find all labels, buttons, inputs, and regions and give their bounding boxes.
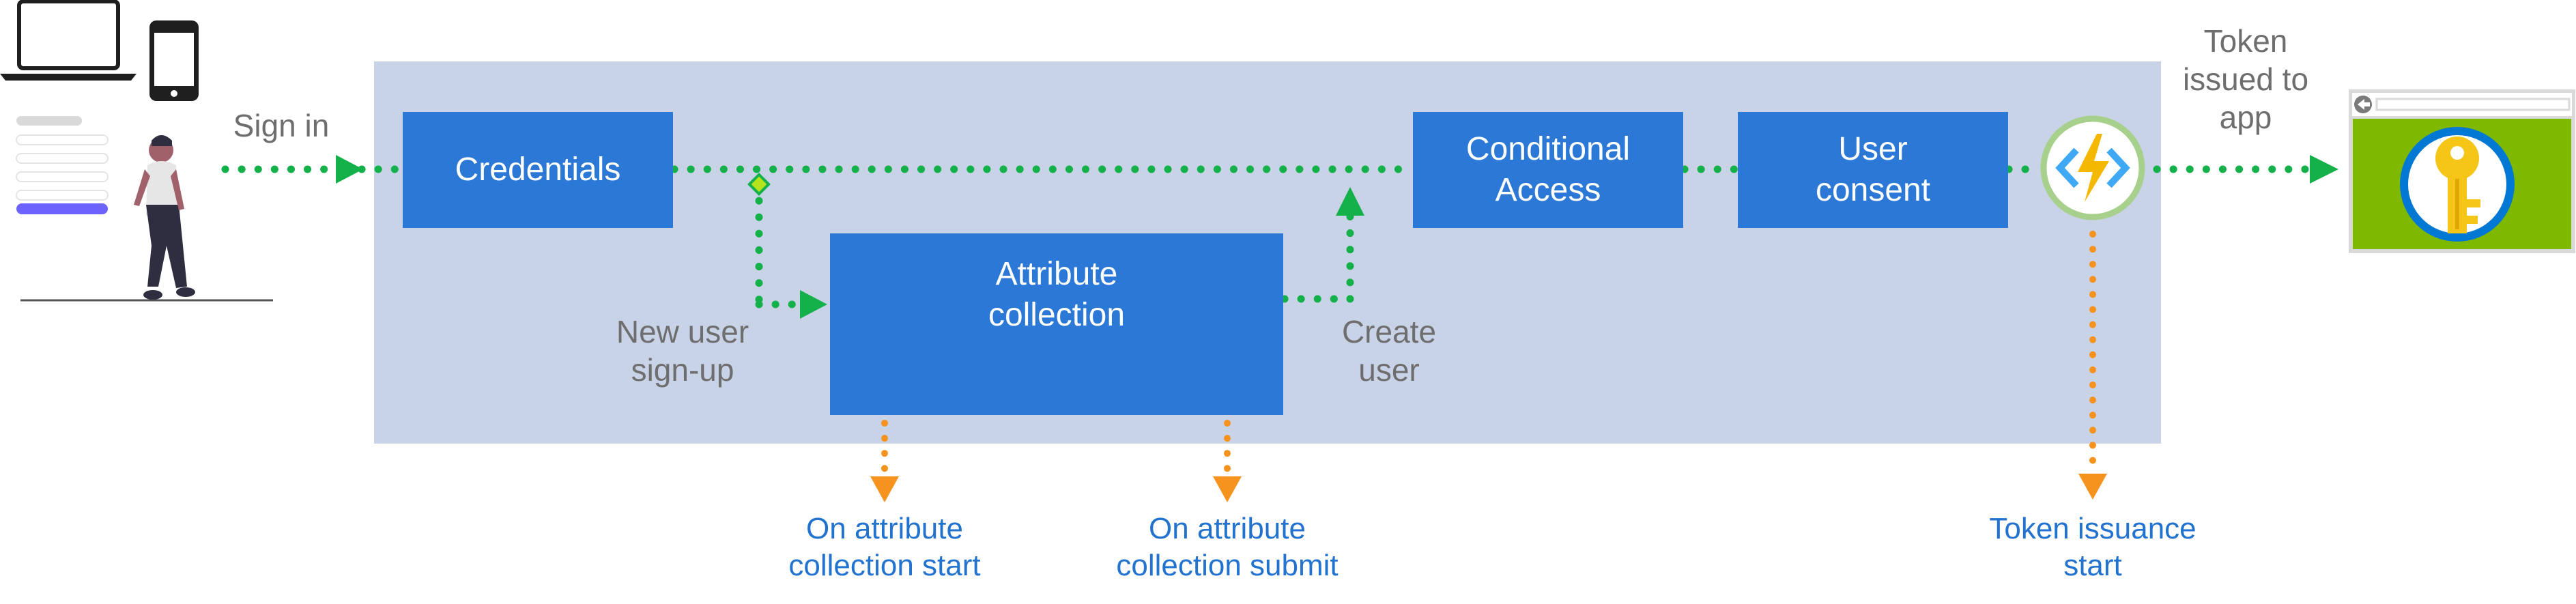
token-issued-label: Token issued to app bbox=[2182, 23, 2309, 136]
credentials-step: Credentials bbox=[403, 112, 673, 228]
laptop-icon bbox=[0, 0, 137, 81]
on-start-arrowhead bbox=[870, 476, 899, 502]
token-issuance-start-label: Token issuance start bbox=[1989, 512, 2196, 582]
person-walking-illustration bbox=[20, 135, 273, 302]
phone-icon bbox=[149, 20, 199, 101]
azure-function-lightning-icon bbox=[2044, 119, 2142, 217]
event-lines bbox=[881, 231, 2096, 478]
sign-in-form-illustration bbox=[16, 116, 109, 214]
create-user-arrowhead bbox=[1336, 187, 1364, 216]
create-user-label: Create user bbox=[1341, 314, 1437, 388]
sign-in-label: Sign in bbox=[233, 108, 330, 143]
user-consent-step: User consent bbox=[1738, 112, 2008, 228]
conditional-access-step: Conditional Access bbox=[1413, 112, 1683, 228]
token-start-arrowhead bbox=[2078, 474, 2107, 500]
token-arrowhead bbox=[2310, 155, 2338, 184]
on-attribute-collection-submit-label: On attribute collection submit bbox=[1116, 512, 1339, 582]
on-attribute-collection-start-label: On attribute collection start bbox=[788, 512, 981, 582]
new-user-sign-up-label: New user sign-up bbox=[616, 314, 749, 388]
app-window-key-icon bbox=[2349, 89, 2575, 253]
attribute-collection-step: Attribute collection bbox=[830, 233, 1283, 415]
new-user-branch-line bbox=[755, 180, 1354, 308]
new-user-arrowhead bbox=[800, 290, 827, 319]
sign-in-arrowhead bbox=[336, 155, 363, 184]
branch-junction-marker bbox=[747, 173, 771, 196]
on-submit-arrowhead bbox=[1213, 476, 1242, 502]
